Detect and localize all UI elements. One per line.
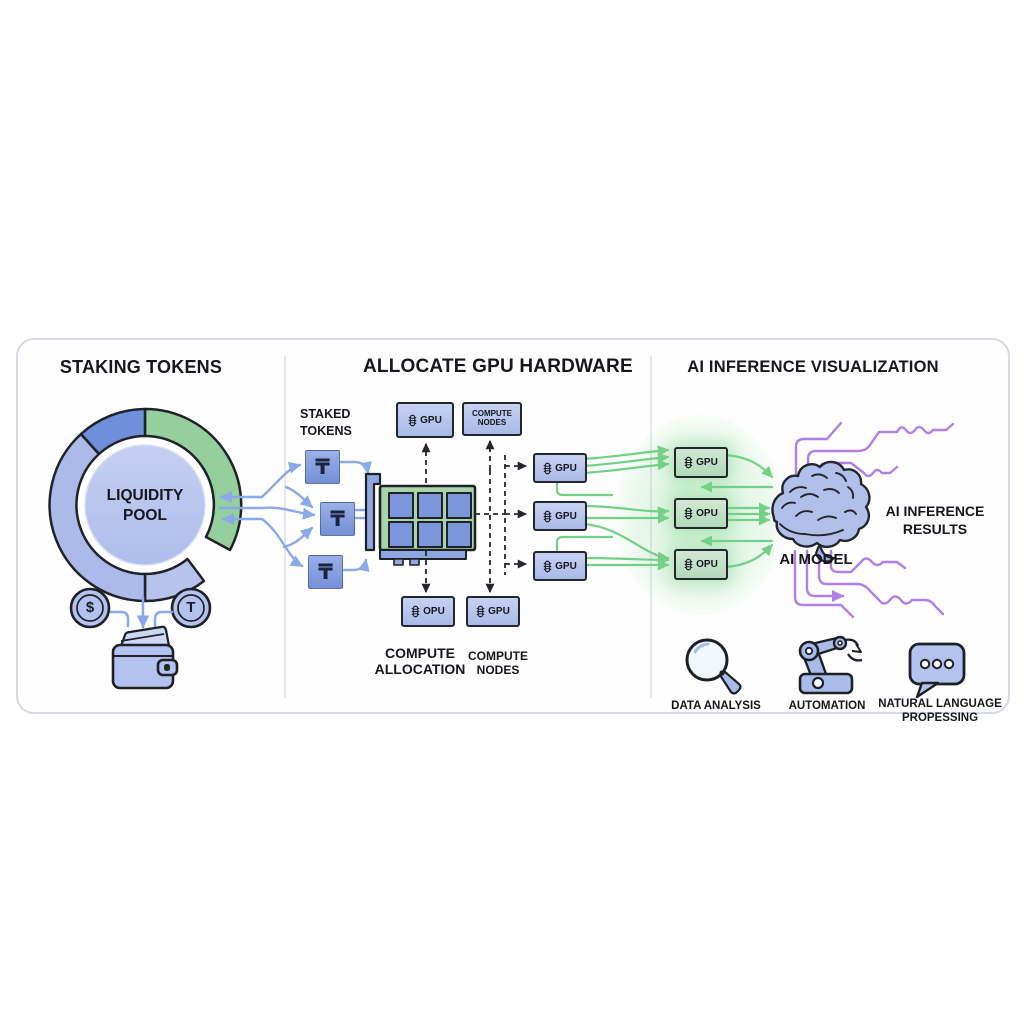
green-compute-links (555, 445, 774, 571)
staked-token-3: ₸ (308, 555, 343, 589)
staked-token-2: ₸ (320, 502, 355, 536)
top-compute-nodes-box: COMPUTE NODES (462, 402, 522, 436)
section-divider-right (650, 356, 652, 698)
chip-icon (684, 558, 693, 571)
nlp-label-line2: PROPESSING (901, 712, 979, 724)
chip-icon (408, 414, 417, 426)
feature-label-data-analysis: DATA ANALYSIS (671, 700, 761, 712)
bottom-gpu-box: GPU (466, 596, 520, 627)
compute-allocation-label: COMPUTE ALLOCATION (360, 645, 480, 677)
top-gpu-box: GPU (396, 402, 454, 438)
green-node-2: OPU (674, 498, 728, 529)
chip-icon (684, 456, 693, 469)
pool-label-line2: POOL (123, 507, 167, 524)
gpu-node-label: GPU (555, 560, 577, 572)
gpu-node-label: GPU (555, 510, 577, 522)
bottom-opu-box-label: OPU (423, 606, 445, 617)
chip-icon (543, 560, 552, 572)
magnifier-icon (685, 638, 742, 695)
section-title-allocate: ALLOCATE GPU HARDWARE (363, 356, 633, 377)
nodes-label-line1: COMPUTE (468, 649, 528, 663)
wallet-icon (111, 625, 179, 690)
chip-icon (684, 507, 693, 520)
gpu-node-1: GPU (533, 453, 587, 483)
dashed-allocation-lines (421, 439, 528, 594)
pool-inflow-arrows (218, 461, 316, 568)
section-title-staking: STAKING TOKENS (59, 357, 223, 377)
robot-arm-icon (798, 635, 863, 695)
alloc-label-line1: COMPUTE (385, 645, 455, 661)
results-line2: RESULTS (902, 520, 968, 537)
green-node-label: OPU (696, 508, 718, 519)
compute-box-line1: COMPUTE (472, 409, 512, 419)
staked-label-line2: TOKENS (300, 424, 352, 438)
staked-tokens-label: STAKED TOKENS (300, 406, 370, 440)
chip-icon (543, 462, 552, 474)
alloc-label-line2: ALLOCATION (374, 661, 466, 677)
compute-box-line2: NODES (477, 418, 507, 427)
dollar-coin-glyph: $ (85, 599, 95, 616)
token-symbol: ₸ (330, 507, 345, 531)
green-node-label: GPU (696, 457, 718, 468)
liquidity-pool-donut (48, 407, 243, 603)
speech-bubble-icon (908, 642, 966, 699)
top-gpu-box-label: GPU (420, 414, 442, 426)
staked-label-line1: STAKED (300, 407, 351, 421)
ai-inference-results-label: AI INFERENCE RESULTS (872, 503, 998, 538)
token-coin-glyph: T (186, 599, 196, 616)
gpu-card-icon (364, 472, 477, 566)
coin-connectors (109, 595, 174, 629)
green-node-label: OPU (696, 559, 718, 570)
chip-icon (476, 605, 485, 618)
purple-output-traces-bottom (793, 549, 945, 619)
bottom-gpu-box-label: GPU (488, 606, 510, 617)
chip-icon (543, 510, 552, 522)
gpu-node-2: GPU (533, 501, 587, 531)
bottom-opu-box: OPU (401, 596, 455, 627)
gpu-node-label: GPU (555, 462, 577, 474)
staked-token-1: ₸ (305, 450, 340, 484)
feature-label-nlp: NATURAL LANGUAGE PROPESSING (862, 697, 1018, 725)
feature-label-automation: AUTOMATION (788, 700, 866, 712)
gpu-node-3: GPU (533, 551, 587, 581)
section-title-inference: AI INFERENCE VISUALIZATION (687, 358, 939, 376)
results-line1: AI INFERENCE (885, 503, 985, 519)
token-symbol: ₸ (318, 560, 333, 584)
green-node-1: GPU (674, 447, 728, 478)
ai-model-label: AI MODEL (779, 551, 853, 568)
nlp-label-line1: NATURAL LANGUAGE (878, 698, 1002, 710)
brain-icon (771, 460, 871, 563)
green-node-3: OPU (674, 549, 728, 580)
section-divider-left (284, 356, 286, 698)
coin-icon (69, 587, 212, 629)
chip-icon (411, 605, 420, 618)
token-symbol: ₸ (315, 455, 330, 479)
pool-label-line1: LIQUIDITY (106, 487, 184, 504)
compute-nodes-label: COMPUTE NODES (455, 649, 541, 677)
nodes-label-line2: NODES (476, 663, 520, 677)
liquidity-pool-label: LIQUIDITY POOL (85, 486, 205, 526)
